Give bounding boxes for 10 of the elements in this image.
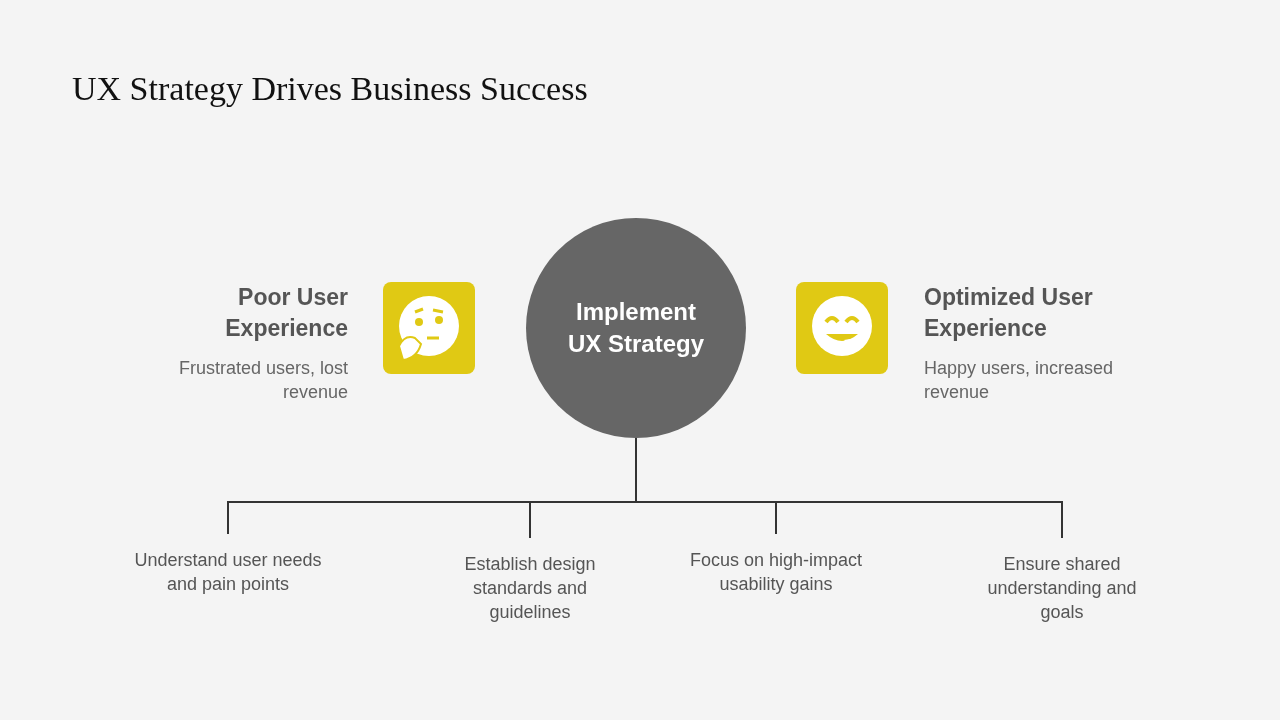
action-text: Understand user needs and pain points: [118, 548, 338, 596]
outcome-heading: Optimized User Experience: [924, 283, 1094, 343]
outcome-description: Frustrated users, lost revenue: [177, 357, 348, 404]
action-text: Ensure shared understanding and goals: [972, 552, 1152, 624]
circle-label: Implement UX Strategy: [566, 297, 705, 359]
action-text: Focus on high-impact usability gains: [672, 548, 880, 596]
outcome-description: Happy users, increased revenue: [924, 357, 1115, 404]
outcome-heading: Poor User Experience: [224, 283, 348, 343]
action-text: Establish design standards and guidelines: [430, 552, 630, 624]
title: UX Strategy Drives Business Success: [72, 70, 588, 108]
